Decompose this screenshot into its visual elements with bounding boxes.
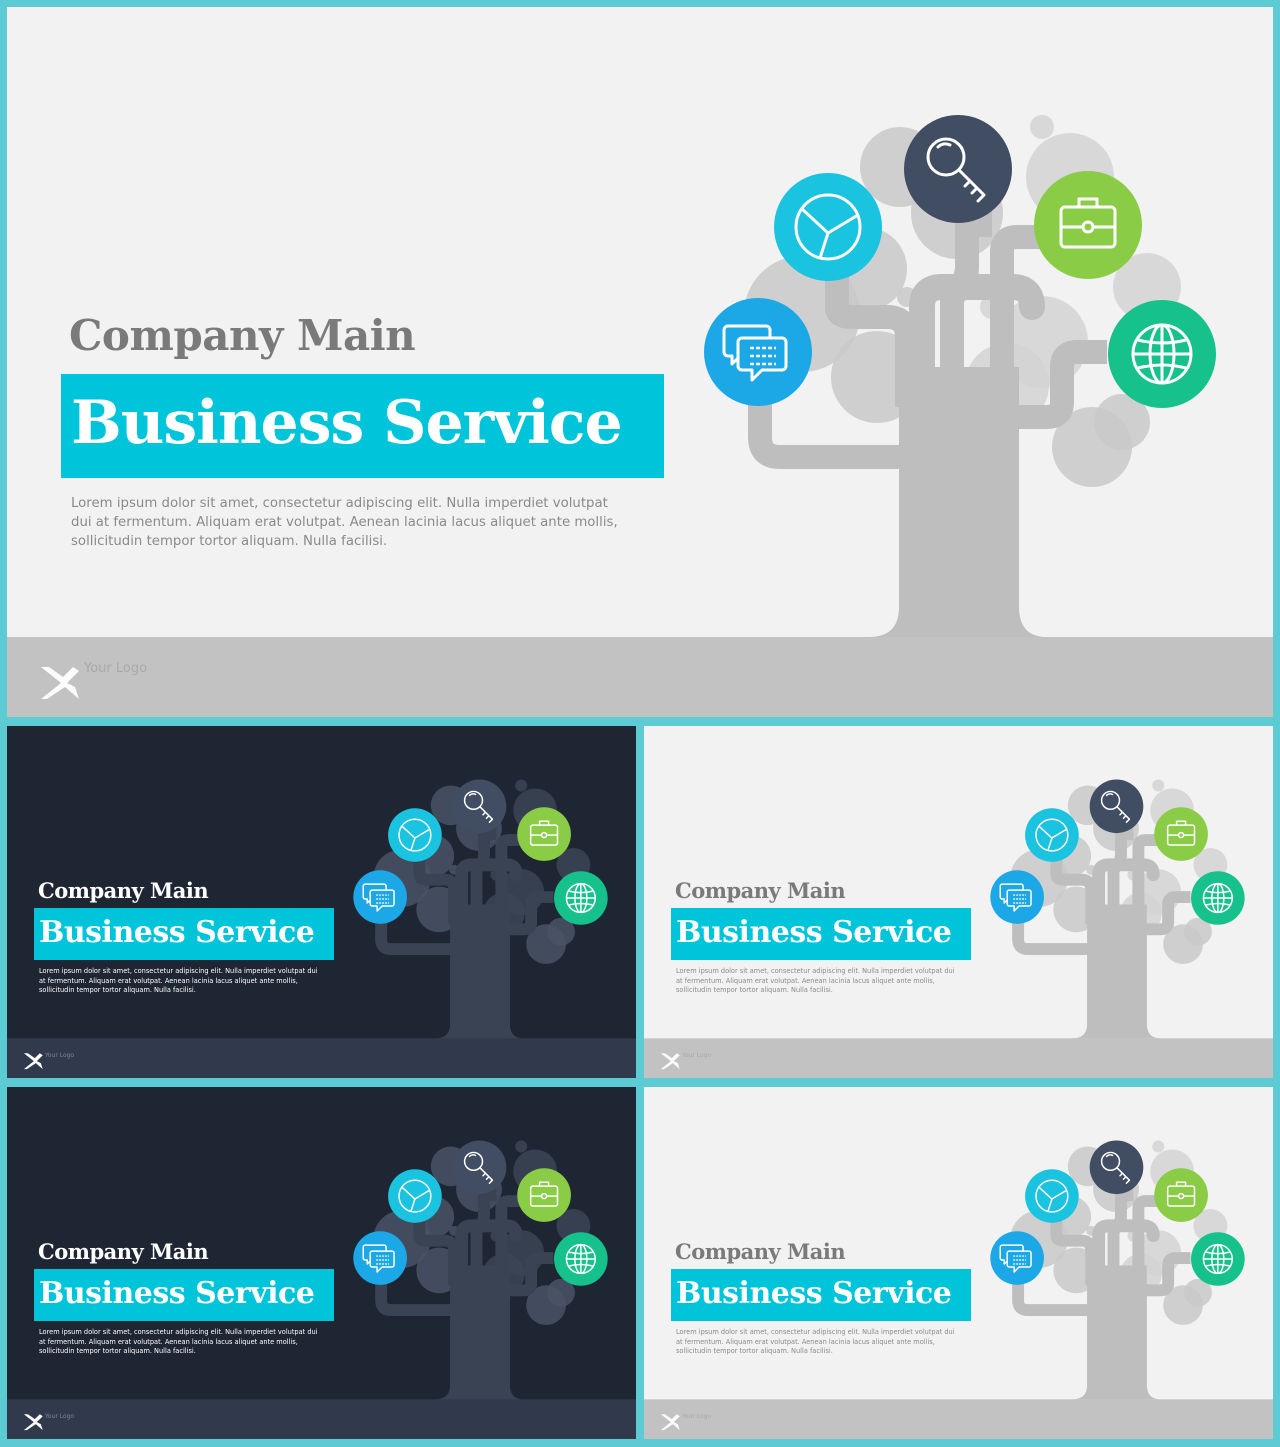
pie-chart-icon [388, 1169, 442, 1223]
footer-band [7, 637, 1273, 717]
footer-band [644, 1038, 1273, 1078]
chat-icon [990, 1231, 1044, 1285]
logo-text: Your Logo [84, 661, 148, 676]
slide-thumbnail-dark-2[interactable]: Company Main Business Service Lorem ipsu… [7, 1087, 636, 1439]
footer-band [7, 1399, 636, 1439]
logo-text: Your Logo [682, 1413, 712, 1420]
globe-icon [1191, 871, 1245, 925]
globe-icon [1191, 1232, 1245, 1286]
logo-text: Your Logo [682, 1052, 712, 1059]
logo-text: Your Logo [45, 1413, 75, 1420]
title-banner [34, 1269, 334, 1321]
footer-band [644, 1399, 1273, 1439]
slide-main[interactable]: Company Main Business Service Lorem ipsu… [7, 7, 1273, 717]
body-text: Lorem ipsum dolor sit amet, consectetur … [676, 967, 955, 994]
chat-icon [353, 1231, 407, 1285]
tree-illustration [353, 1140, 608, 1400]
chat-icon [990, 870, 1044, 924]
title-banner [34, 908, 334, 960]
body-text: Lorem ipsum dolor sit amet, consectetur … [39, 967, 318, 994]
logo-x-icon [41, 667, 79, 699]
tree-illustration [990, 779, 1245, 1039]
slide-artwork [7, 726, 636, 1078]
search-key-icon [452, 1140, 507, 1195]
title-company-main: Company Main [38, 1239, 209, 1264]
body-text: Lorem ipsum dolor sit amet, consectetur … [39, 1328, 318, 1355]
chat-icon [353, 870, 407, 924]
search-key-icon [904, 115, 1012, 223]
pie-chart-icon [774, 173, 882, 281]
title-banner [671, 1269, 971, 1321]
search-key-icon [1089, 779, 1144, 834]
title-business-service: Business Service [676, 915, 952, 950]
briefcase-icon [517, 1168, 571, 1222]
search-key-icon [452, 779, 507, 834]
pie-chart-icon [1025, 1169, 1079, 1223]
logo-x-icon [23, 1053, 43, 1070]
globe-icon [554, 1232, 608, 1286]
slide-thumbnail-dark-1[interactable]: Company Main Business Service Lorem ipsu… [7, 726, 636, 1078]
body-text: Lorem ipsum dolor sit amet, consectetur … [676, 1328, 955, 1355]
slide-artwork [7, 7, 1273, 717]
title-company-main: Company Main [675, 1239, 846, 1264]
slide-artwork [644, 726, 1273, 1078]
slide-thumbnail-light-2[interactable]: Company Main Business Service Lorem ipsu… [644, 1087, 1273, 1439]
title-company-main: Company Main [69, 311, 416, 360]
briefcase-icon [517, 807, 571, 861]
tree-illustration [353, 779, 608, 1039]
search-key-icon [1089, 1140, 1144, 1195]
logo-x-icon [23, 1414, 43, 1431]
title-business-service: Business Service [71, 388, 623, 458]
tree-illustration [990, 1140, 1245, 1400]
chat-icon [704, 298, 812, 406]
tree-illustration [704, 115, 1216, 637]
logo-text: Your Logo [45, 1052, 75, 1059]
slide-thumbnail-light-1[interactable]: Company Main Business Service Lorem ipsu… [644, 726, 1273, 1078]
title-banner [671, 908, 971, 960]
title-banner [61, 374, 664, 478]
briefcase-icon [1034, 171, 1142, 279]
footer-band [7, 1038, 636, 1078]
logo-x-icon [660, 1414, 680, 1431]
logo-x-icon [660, 1053, 680, 1070]
globe-icon [1108, 300, 1216, 408]
globe-icon [554, 871, 608, 925]
title-business-service: Business Service [39, 1276, 315, 1311]
title-business-service: Business Service [39, 915, 315, 950]
title-company-main: Company Main [675, 878, 846, 903]
body-text: Lorem ipsum dolor sit amet, consectetur … [71, 496, 618, 549]
pie-chart-icon [388, 808, 442, 862]
briefcase-icon [1154, 807, 1208, 861]
slide-artwork [7, 1087, 636, 1439]
briefcase-icon [1154, 1168, 1208, 1222]
title-company-main: Company Main [38, 878, 209, 903]
slide-artwork [644, 1087, 1273, 1439]
pie-chart-icon [1025, 808, 1079, 862]
title-business-service: Business Service [676, 1276, 952, 1311]
